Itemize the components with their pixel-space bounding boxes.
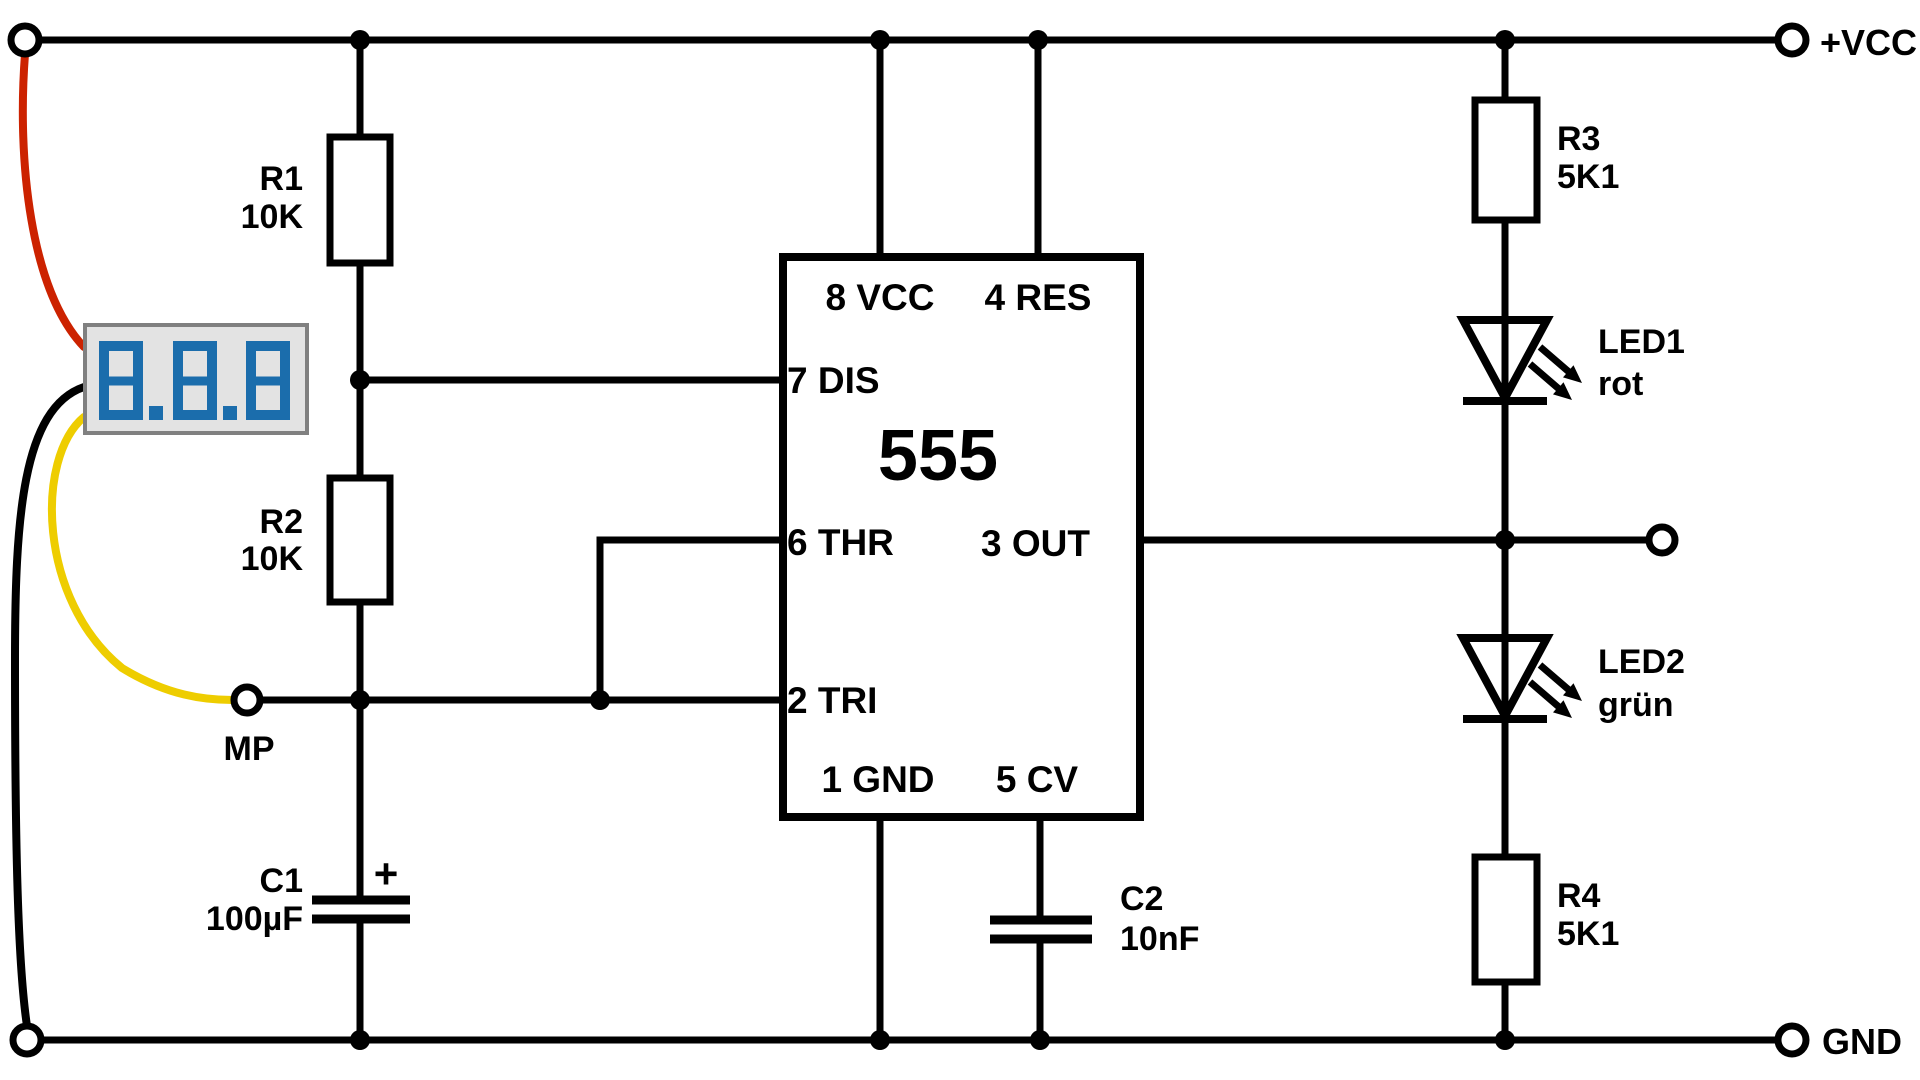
resistor-r3 [1471, 96, 1541, 224]
junction-dot [1495, 30, 1515, 50]
r3-value-label: 5K1 [1557, 158, 1619, 196]
junction-dot [350, 1030, 370, 1050]
junction-dot [590, 690, 610, 710]
gnd-rail-label: GND [1822, 1021, 1902, 1062]
gnd-left-terminal [9, 1022, 45, 1058]
led1-ref-label: LED1 [1598, 323, 1685, 361]
led2-color-label: grün [1598, 686, 1674, 724]
ic-555-body [779, 253, 1144, 821]
pin-label-7-dis: 7 DIS [787, 360, 880, 401]
junction-dot [1495, 1030, 1515, 1050]
junction-dot [1030, 1030, 1050, 1050]
display-vcc-red-wire [18, 50, 88, 351]
pin-label-5-cv: 5 CV [996, 759, 1079, 800]
led1-color-label: rot [1598, 365, 1643, 403]
capacitor-c2 [990, 915, 1092, 944]
resistor-r4 [1471, 853, 1541, 986]
r1-ref-label: R1 [260, 160, 303, 198]
gnd-right-terminal [1774, 1022, 1810, 1058]
junction-dot [1028, 30, 1048, 50]
pin-label-4-res: 4 RES [985, 277, 1092, 318]
vcc-rail-label: +VCC [1820, 22, 1917, 63]
junction-dot [870, 30, 890, 50]
led2-ref-label: LED2 [1598, 643, 1685, 681]
c1-value-label: 100µF [206, 900, 303, 938]
c2-value-label: 10nF [1120, 920, 1199, 958]
r1-value-label: 10K [241, 198, 304, 236]
c1-polarity-label: + [374, 850, 399, 897]
junction-dot [1495, 530, 1515, 550]
r3-ref-label: R3 [1557, 120, 1600, 158]
resistor-r1 [326, 133, 394, 267]
display-signal-yellow-wire [48, 413, 237, 704]
junction-dot [350, 30, 370, 50]
vcc-right-terminal [1774, 22, 1810, 58]
c2-ref-label: C2 [1120, 880, 1163, 918]
thr-wire [596, 536, 783, 700]
junction-dot [350, 370, 370, 390]
led2-symbol [1456, 634, 1582, 725]
pin-label-2-tri: 2 TRI [787, 680, 877, 721]
capacitor-c1 [312, 895, 410, 924]
seven-segment-display: 8.8.8 [83, 323, 309, 435]
r4-value-label: 5K1 [1557, 915, 1619, 953]
junction-dot [350, 690, 370, 710]
resistor-r2 [326, 474, 394, 606]
led1-symbol [1456, 316, 1582, 407]
r4-ref-label: R4 [1557, 877, 1601, 915]
display-decimal-point [223, 406, 237, 420]
display-gnd-black-wire [10, 383, 88, 1030]
pin-label-6-thr: 6 THR [787, 522, 894, 563]
ic-555-label: 555 [878, 416, 998, 496]
pin-label-8-vcc: 8 VCC [826, 277, 935, 318]
display-decimal-point [149, 406, 163, 420]
pin-label-3-out: 3 OUT [981, 523, 1090, 564]
mp-label: MP [224, 730, 275, 768]
r2-value-label: 10K [241, 540, 304, 578]
r2-ref-label: R2 [260, 503, 303, 541]
c1-ref-label: C1 [260, 862, 303, 900]
pin-label-1-gnd: 1 GND [821, 759, 934, 800]
out-terminal [1645, 523, 1679, 557]
mp-terminal [230, 683, 264, 717]
vcc-left-terminal [7, 22, 43, 58]
junction-dot [870, 1030, 890, 1050]
